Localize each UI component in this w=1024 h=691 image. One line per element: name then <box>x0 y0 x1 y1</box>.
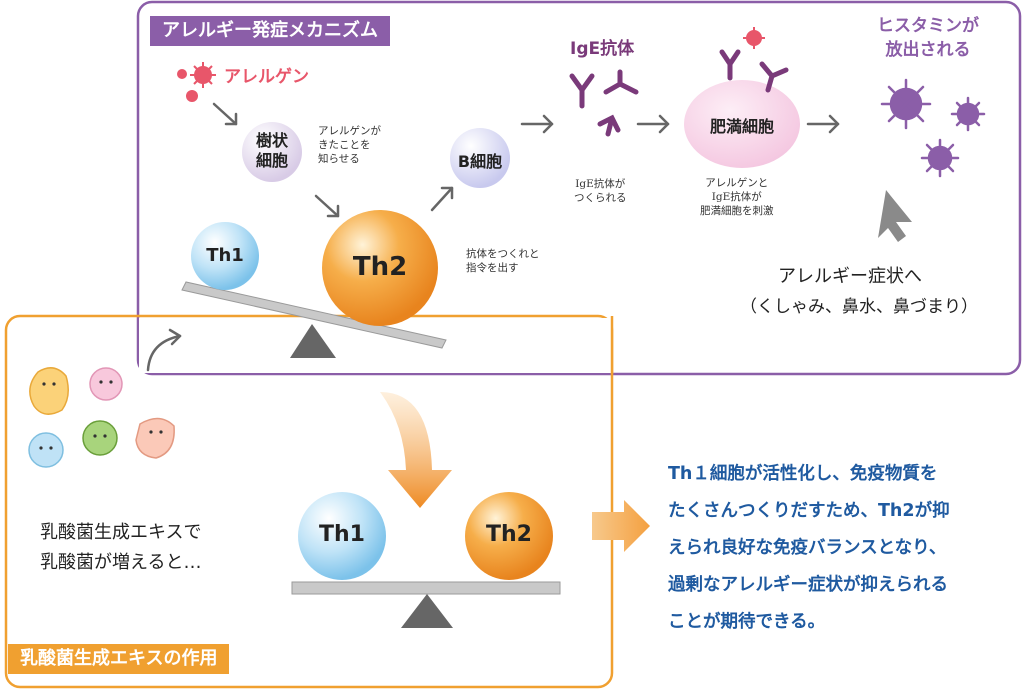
top-th1-label: Th1 <box>206 245 244 266</box>
top-th2-label: Th2 <box>352 252 408 282</box>
top-th1-ball <box>191 222 259 290</box>
bottom-th2-ball <box>465 492 553 580</box>
histamine-particles <box>880 78 986 178</box>
ige-antibodies <box>569 49 789 137</box>
symptom-arrow <box>878 190 912 242</box>
mast-cell-label: 肥満細胞 <box>709 117 774 136</box>
mast-cell <box>684 80 800 168</box>
top-th2-ball <box>322 210 438 326</box>
bottom-th2-label: Th2 <box>486 522 532 547</box>
bottom-seesaw <box>291 492 561 628</box>
effect-tag: 乳酸菌生成エキスの作用 <box>8 644 230 674</box>
allergen-particles <box>177 62 216 102</box>
bottom-th1-ball <box>298 492 386 580</box>
b-cell-label: B細胞 <box>457 152 503 171</box>
effect-down-arrow <box>380 392 452 508</box>
dendritic-note: アレルゲンが きたことを 知らせる <box>318 125 381 165</box>
th2-note: 抗体をつくれと 指令を出す <box>466 248 540 274</box>
b-cell <box>450 128 510 188</box>
ige-title: IgE抗体 <box>570 39 635 59</box>
dendritic-cell-label: 樹状 細胞 <box>255 131 288 170</box>
mechanism-frame <box>136 0 1022 376</box>
allergen-label: アレルゲン <box>224 67 309 87</box>
flow-arrows <box>146 102 840 372</box>
mechanism-header: アレルギー発症メカニズム <box>150 16 390 46</box>
dendritic-cell <box>242 122 302 182</box>
mast-note: アレルゲンと IgE抗体が 肥満細胞を刺激 <box>700 177 774 217</box>
result-arrow <box>592 500 650 552</box>
effect-caption: 乳酸菌生成エキスで 乳酸菌が増えると… <box>40 522 202 573</box>
histamine-label: ヒスタミンが 放出される <box>877 16 979 60</box>
bottom-th1-label: Th1 <box>319 522 365 547</box>
conclusion-text: Th１細胞が活性化し、免疫物質を たくさんつくりだすため、Th2が抑 えられ良好… <box>668 464 950 632</box>
symptom-title: アレルギー症状へ <box>778 266 922 287</box>
top-seesaw <box>181 210 447 358</box>
symptom-detail: （くしゃみ、鼻水、鼻づまり） <box>740 297 978 317</box>
ige-note: IgE抗体が つくられる <box>574 178 627 204</box>
lactic-bacteria <box>28 367 175 468</box>
